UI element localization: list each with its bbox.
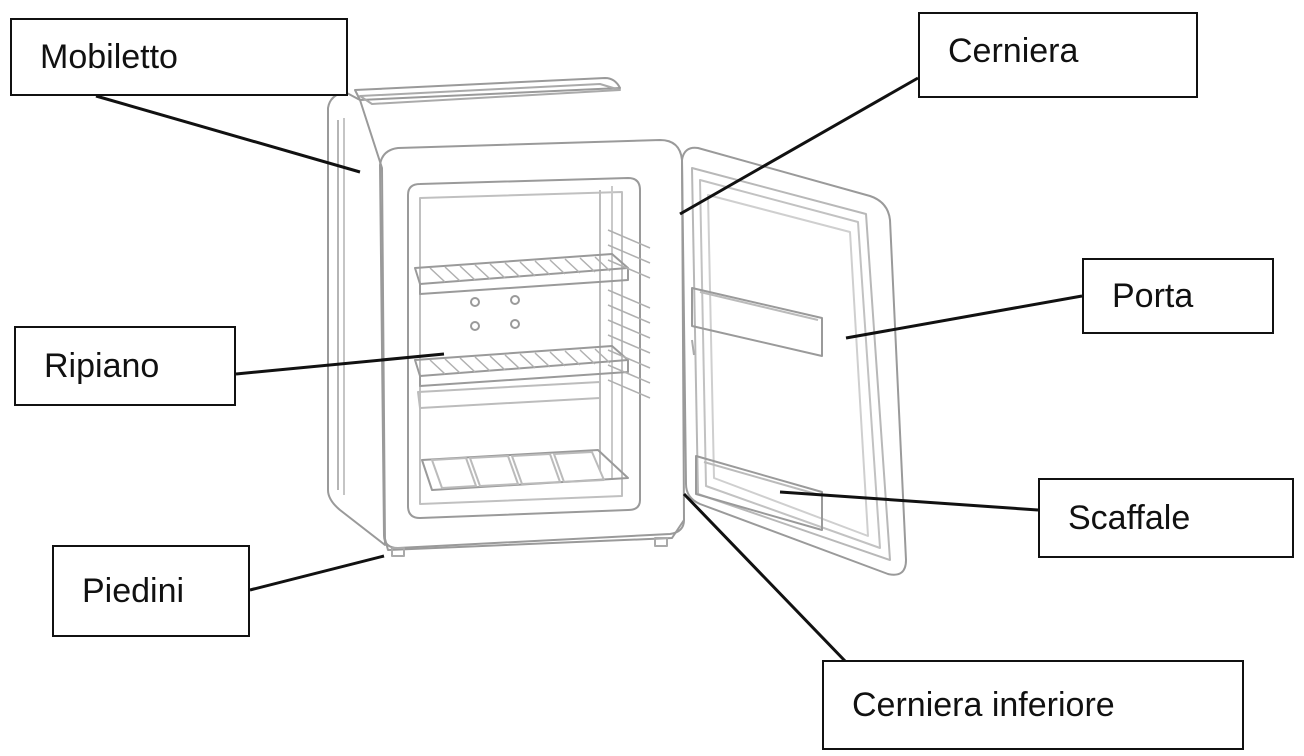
label-cerniera: Cerniera — [918, 12, 1198, 98]
label-mobiletto-text: Mobiletto — [40, 37, 178, 76]
label-piedini: Piedini — [52, 545, 250, 637]
label-mobiletto: Mobiletto — [10, 18, 348, 96]
label-cerniera-text: Cerniera — [948, 32, 1079, 70]
label-cerniera-inferiore-text: Cerniera inferiore — [852, 685, 1115, 724]
leader-line-cerniera-inferiore — [682, 492, 848, 664]
label-ripiano-text: Ripiano — [44, 346, 160, 385]
label-scaffale-text: Scaffale — [1068, 498, 1191, 537]
leader-line-porta — [845, 294, 1083, 340]
label-porta-text: Porta — [1112, 276, 1194, 315]
label-cerniera-inferiore: Cerniera inferiore — [822, 660, 1244, 750]
leader-line-mobiletto — [95, 94, 361, 174]
leader-line-scaffale — [779, 490, 1039, 512]
label-piedini-text: Piedini — [82, 571, 185, 610]
fridge-door-drawing — [681, 146, 907, 576]
label-ripiano: Ripiano — [14, 326, 236, 406]
label-scaffale: Scaffale — [1038, 478, 1294, 558]
leader-line-cerniera — [679, 76, 919, 216]
leader-lines — [95, 76, 1083, 664]
leader-line-piedini — [249, 554, 385, 592]
label-porta: Porta — [1082, 258, 1274, 334]
leader-line-ripiano — [235, 352, 445, 376]
fridge-cabinet-drawing — [327, 77, 685, 557]
